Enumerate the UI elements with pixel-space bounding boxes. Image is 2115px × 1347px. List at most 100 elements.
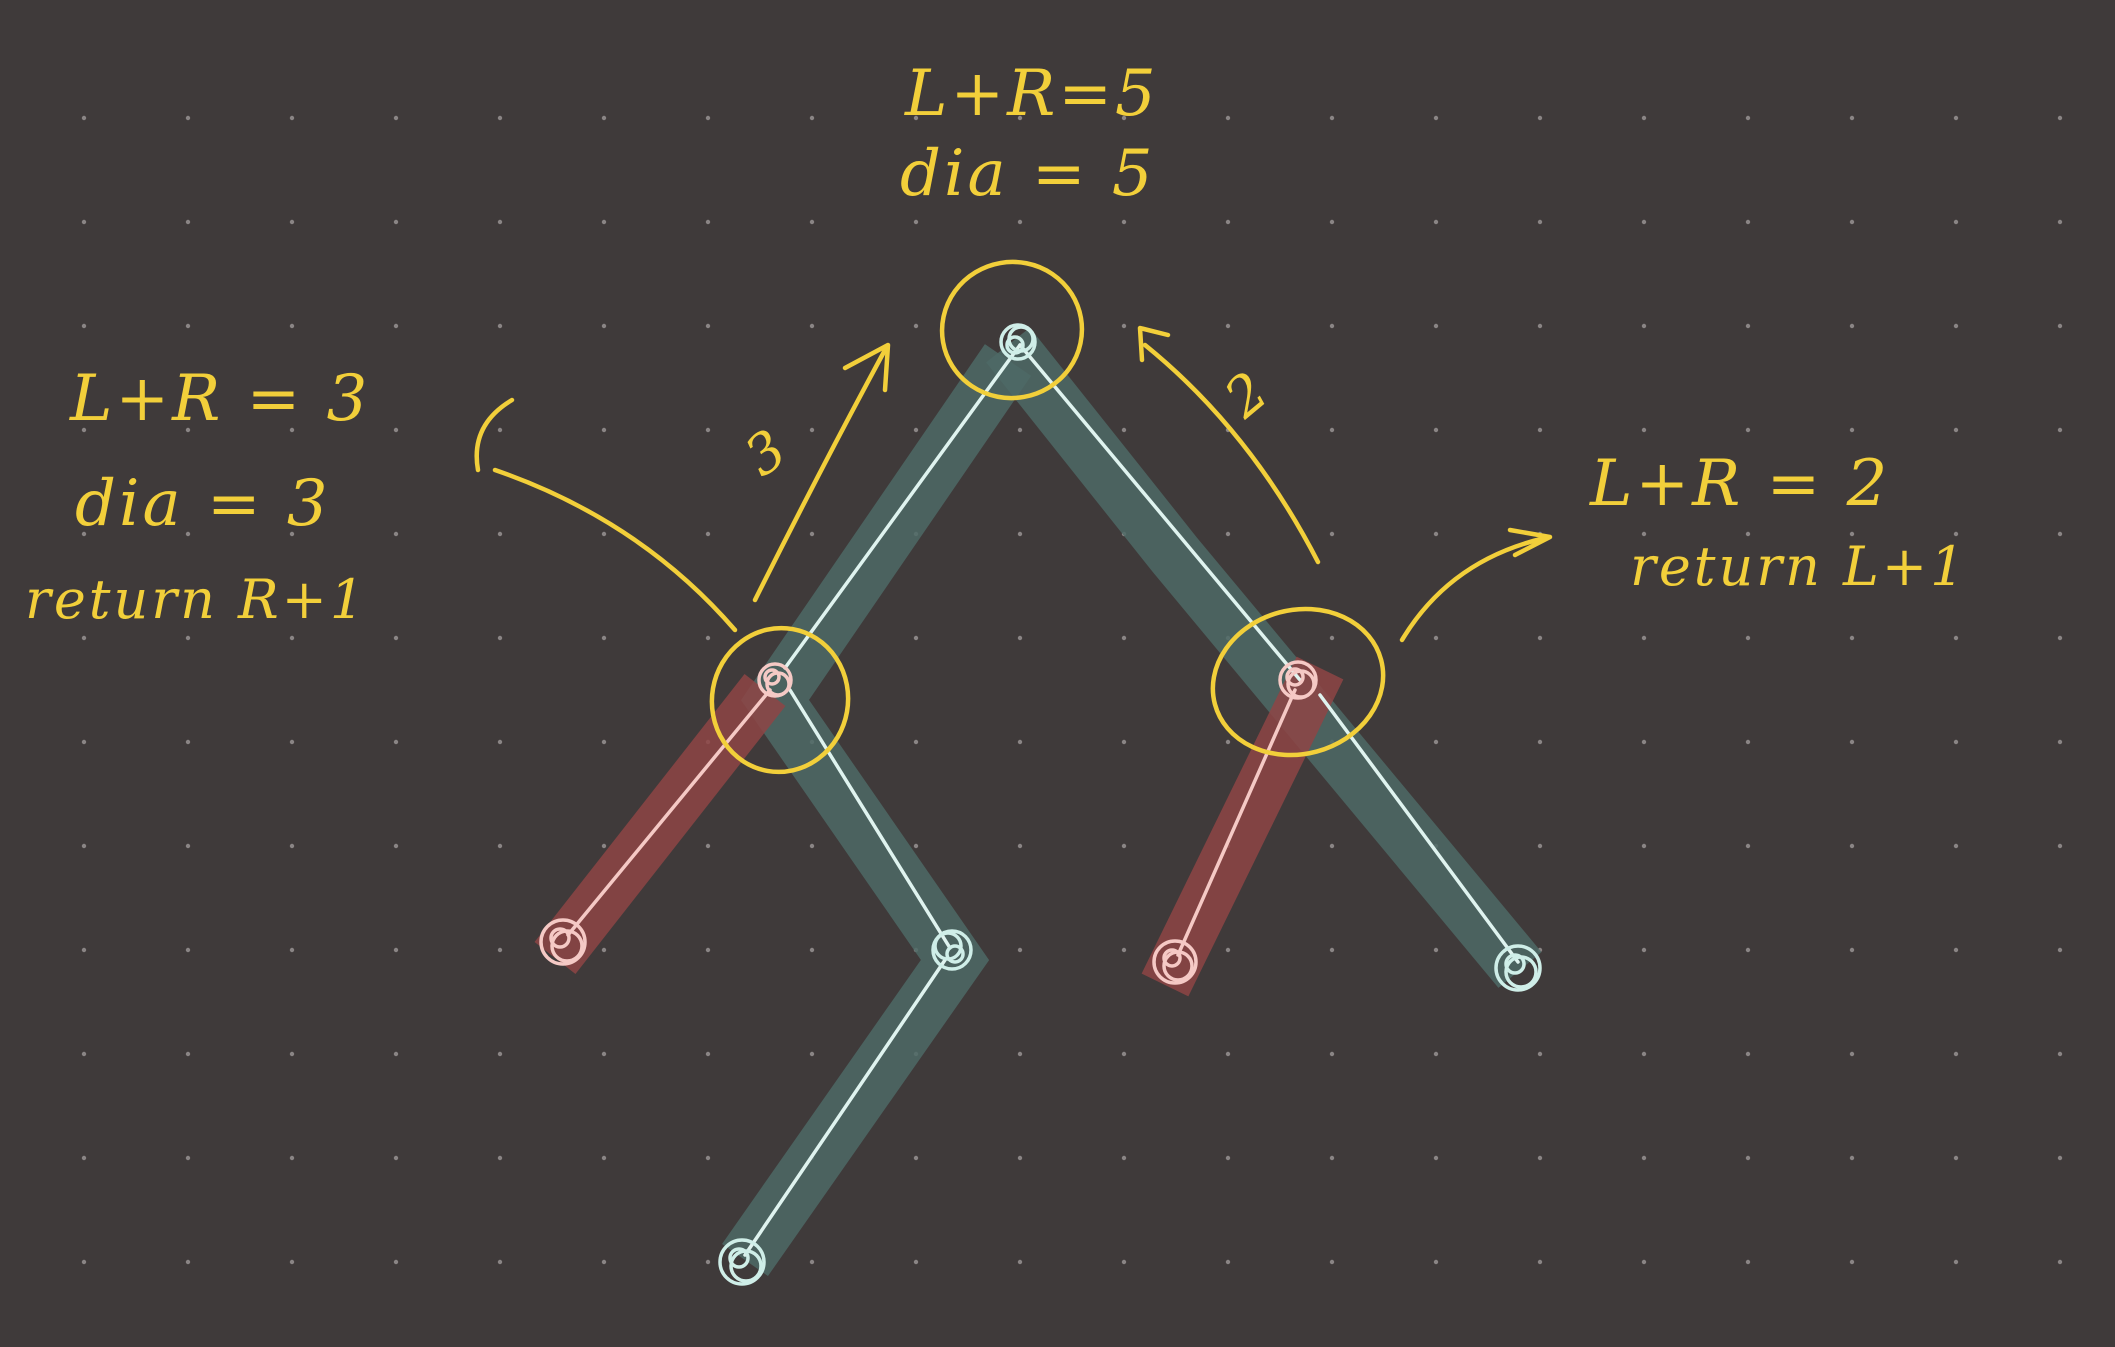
grid-dot (1121, 219, 1127, 225)
grid-dot (1329, 427, 1335, 433)
grid-dot (1537, 739, 1543, 745)
grid-dot (393, 947, 399, 953)
grid-dot (81, 1051, 87, 1057)
grid-dot (1017, 843, 1023, 849)
grid-dot (601, 115, 607, 121)
grid-dot (705, 1259, 711, 1265)
grid-dot (289, 947, 295, 953)
grid-dot (1329, 531, 1335, 537)
edge-leftright-leftrightleft (743, 958, 947, 1257)
grid-dot (1849, 531, 1855, 537)
grid-dot (2057, 843, 2063, 849)
grid-dot (1121, 1155, 1127, 1161)
grid-dot (1641, 115, 1647, 121)
grid-dot (1121, 323, 1127, 329)
grid-dot (1849, 115, 1855, 121)
root-line2: dia = 5 (900, 137, 1156, 211)
grid-dot (1641, 1051, 1647, 1057)
grid-dot (289, 531, 295, 537)
grid-dot (1953, 739, 1959, 745)
arrow-left-to-root (752, 347, 888, 603)
grid-dot (497, 1259, 503, 1265)
grid-dot (393, 1259, 399, 1265)
grid-dot (1017, 427, 1023, 433)
grid-dot (1745, 219, 1751, 225)
grid-dot (393, 843, 399, 849)
grid-dot (913, 219, 919, 225)
grid-dot (1121, 1259, 1127, 1265)
arrow-right-to-label-head (1507, 527, 1553, 558)
grid-dot (705, 323, 711, 329)
grid-dot (2057, 1259, 2063, 1265)
grid-dot (1329, 843, 1335, 849)
ring-left (709, 625, 851, 775)
grid-dot (2057, 1051, 2063, 1057)
grid-dot (1329, 635, 1335, 641)
grid-dot (1849, 1051, 1855, 1057)
grid-dot (1641, 635, 1647, 641)
arrow-left-to-label (492, 467, 738, 633)
grid-dot (2057, 531, 2063, 537)
grid-dot (601, 531, 607, 537)
grid-dot (1745, 1051, 1751, 1057)
grid-dot (1017, 947, 1023, 953)
grid-dot (1745, 115, 1751, 121)
ring-root (939, 259, 1085, 401)
grid-dot (393, 1051, 399, 1057)
grid-dot (185, 947, 191, 953)
grid-dot (1953, 947, 1959, 953)
grid-dot (1121, 427, 1127, 433)
node-left-right-left (718, 1238, 766, 1286)
grid-dot (289, 323, 295, 329)
grid-dot (185, 323, 191, 329)
grid-dot (1225, 739, 1231, 745)
grid-dot (289, 1259, 295, 1265)
grid-dot (913, 843, 919, 849)
grid-dot (497, 531, 503, 537)
grid-dot (81, 323, 87, 329)
left-line1: L+R = 3 (69, 362, 370, 436)
ring-right (1210, 606, 1386, 758)
grid-dot (1537, 1259, 1543, 1265)
teal-highlight-left-branch (722, 344, 1032, 1277)
grid-dot (809, 1259, 815, 1265)
grid-dot (81, 1155, 87, 1161)
grid-dot (1433, 1259, 1439, 1265)
grid-dot (393, 1155, 399, 1161)
grid-dot (1225, 1259, 1231, 1265)
grid-dot (1849, 1259, 1855, 1265)
grid-dot (1433, 1051, 1439, 1057)
grid-dot (81, 1259, 87, 1265)
grid-dot (601, 1155, 607, 1161)
grid-dot (1017, 531, 1023, 537)
edge-left-leftright (788, 688, 952, 950)
edge-left-leftleft (566, 688, 772, 937)
grid-dot (1953, 427, 1959, 433)
right-line1: L+R = 2 (1589, 447, 1890, 521)
grid-dot (1537, 323, 1543, 329)
grid-dot (1537, 843, 1543, 849)
grid-dot (1953, 531, 1959, 537)
grid-dot (1849, 739, 1855, 745)
grid-dot (1537, 427, 1543, 433)
grid-dot (1017, 1155, 1023, 1161)
grid-dot (2057, 219, 2063, 225)
grid-dot (913, 1259, 919, 1265)
grid-dot (1745, 531, 1751, 537)
grid-dot (809, 843, 815, 849)
grid-dot (1017, 1259, 1023, 1265)
grid-dot (1953, 115, 1959, 121)
red-highlight-right-left (1141, 656, 1344, 997)
grid-dot (913, 635, 919, 641)
grid-dot (1641, 1155, 1647, 1161)
grid-dot (393, 531, 399, 537)
grid-dot (497, 1155, 503, 1161)
grid-dot (1953, 1259, 1959, 1265)
grid-dot (1225, 115, 1231, 121)
edge-right-rightright (1318, 693, 1520, 964)
arrow-left-to-root-head (842, 342, 891, 393)
grid-dot (1329, 323, 1335, 329)
grid-dot (81, 739, 87, 745)
grid-dot (809, 219, 815, 225)
node-left-left (539, 918, 587, 966)
